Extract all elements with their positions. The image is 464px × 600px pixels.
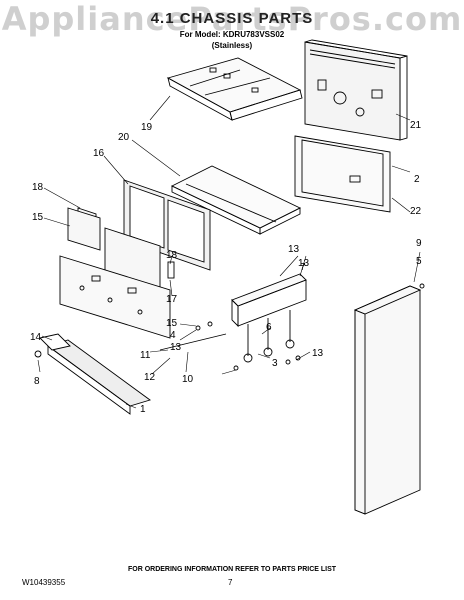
finish-label: (Stainless)	[211, 41, 253, 50]
ordering-note: FOR ORDERING INFORMATION REFER TO PARTS …	[127, 566, 337, 573]
callout-5: 5	[416, 256, 422, 267]
callout-8: 8	[34, 376, 40, 387]
callout-15b: 15	[166, 318, 178, 329]
callout-22: 22	[410, 206, 422, 217]
model-number: For Model: KDRU783VSS02	[179, 30, 285, 39]
callout-16: 16	[93, 148, 105, 159]
callout-13c: 13	[312, 348, 324, 359]
callout-11: 11	[140, 350, 151, 361]
callout-13d: 13	[170, 342, 182, 353]
part-lower-rear-panel	[294, 135, 391, 213]
page-title: 4.1 CHASSIS PARTS	[150, 10, 314, 27]
callout-13a: 13	[288, 244, 300, 255]
page-number: 7	[228, 578, 233, 587]
callout-2: 2	[414, 174, 420, 185]
part-slide-rail	[231, 273, 307, 328]
part-toe-kick	[47, 339, 151, 415]
callout-1: 1	[140, 404, 146, 415]
callout-3: 3	[272, 358, 278, 369]
part-top-plate	[166, 57, 303, 121]
callout-21: 21	[410, 120, 422, 131]
callout-13b: 13	[298, 258, 310, 269]
callout-4: 4	[170, 330, 176, 341]
callout-6: 6	[266, 322, 272, 333]
part-support-frame	[170, 165, 302, 235]
document-number: W10439355	[22, 578, 66, 587]
callout-18: 18	[32, 182, 44, 193]
callout-9: 9	[416, 238, 422, 249]
callout-15: 15	[32, 212, 44, 223]
callout-14: 14	[30, 332, 42, 343]
callout-19: 19	[141, 122, 153, 133]
part-leveling-legs	[243, 310, 295, 363]
part-side-panel	[353, 285, 422, 515]
callout-10: 10	[182, 374, 194, 385]
part-lower-plate	[59, 255, 171, 339]
part-rear-panel	[304, 39, 408, 141]
callout-18b: 18	[166, 250, 178, 261]
callout-17: 17	[166, 294, 178, 305]
callout-20: 20	[118, 132, 130, 143]
callout-7: 7	[300, 262, 306, 273]
watermark: AppliancePartsPros.com	[1, 0, 463, 38]
callout-12: 12	[144, 372, 156, 383]
